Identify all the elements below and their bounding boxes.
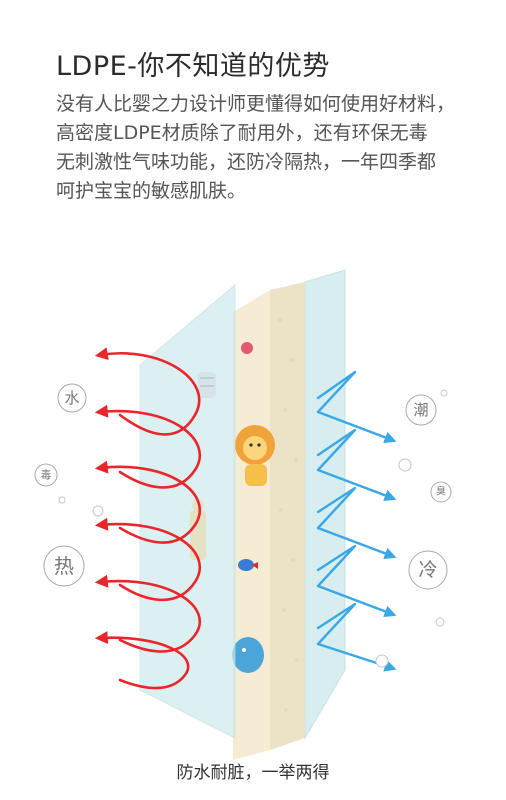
page-title: LDPE-你不知道的优势: [56, 51, 330, 82]
svg-text:水: 水: [64, 389, 79, 407]
bubbles: [58, 389, 448, 668]
cold-arrow: [316, 544, 397, 618]
badge-print: [241, 342, 253, 354]
foam-texture: [278, 318, 299, 712]
description-line: 高密度LDPE材质除了耐用外，还有环保无毒: [56, 122, 428, 144]
foam-core-front: [233, 290, 270, 760]
heat-arrows: [94, 347, 202, 690]
label-water: 水: [57, 383, 87, 413]
svg-text:冷: 冷: [418, 559, 437, 581]
description-line: 呵护宝宝的敏感肌肤。: [56, 180, 247, 202]
description-line: 没有人比婴之力设计师更懂得如何使用好材料，: [56, 93, 456, 115]
description: 没有人比婴之力设计师更懂得如何使用好材料， 高密度LDPE材质除了耐用外，还有环…: [56, 90, 476, 206]
cold-arrow: [316, 602, 397, 672]
heat-arrow: [94, 631, 190, 690]
heat-arrow: [94, 347, 201, 436]
label-poison: 毒: [34, 463, 58, 487]
label-moisture: 潮: [405, 394, 437, 426]
cold-arrow: [316, 486, 397, 560]
bird-print: [238, 559, 258, 571]
caption: 防水耐脏，一举两得: [176, 763, 330, 783]
lion-print: [235, 425, 275, 486]
svg-text:毒: 毒: [41, 469, 52, 482]
svg-text:臭: 臭: [436, 485, 446, 498]
cold-arrow: [316, 370, 397, 444]
heat-arrow: [94, 517, 202, 602]
label-cold: 冷: [408, 550, 448, 590]
description-line: 无刺激性气味功能，还防冷隔热，一年四季都: [56, 151, 437, 173]
label-odor: 臭: [430, 481, 452, 503]
label-heat: 热: [43, 545, 85, 587]
svg-text:热: 热: [54, 554, 74, 578]
heat-arrow: [94, 404, 202, 489]
foam-core-side: [270, 282, 305, 750]
elephant-print: [232, 637, 264, 673]
zebra-print: [198, 372, 216, 398]
heat-arrow: [94, 574, 202, 653]
heat-arrow: [94, 460, 202, 544]
svg-text:潮: 潮: [413, 401, 428, 419]
cold-arrows: [316, 370, 397, 672]
cold-arrow: [316, 428, 397, 502]
